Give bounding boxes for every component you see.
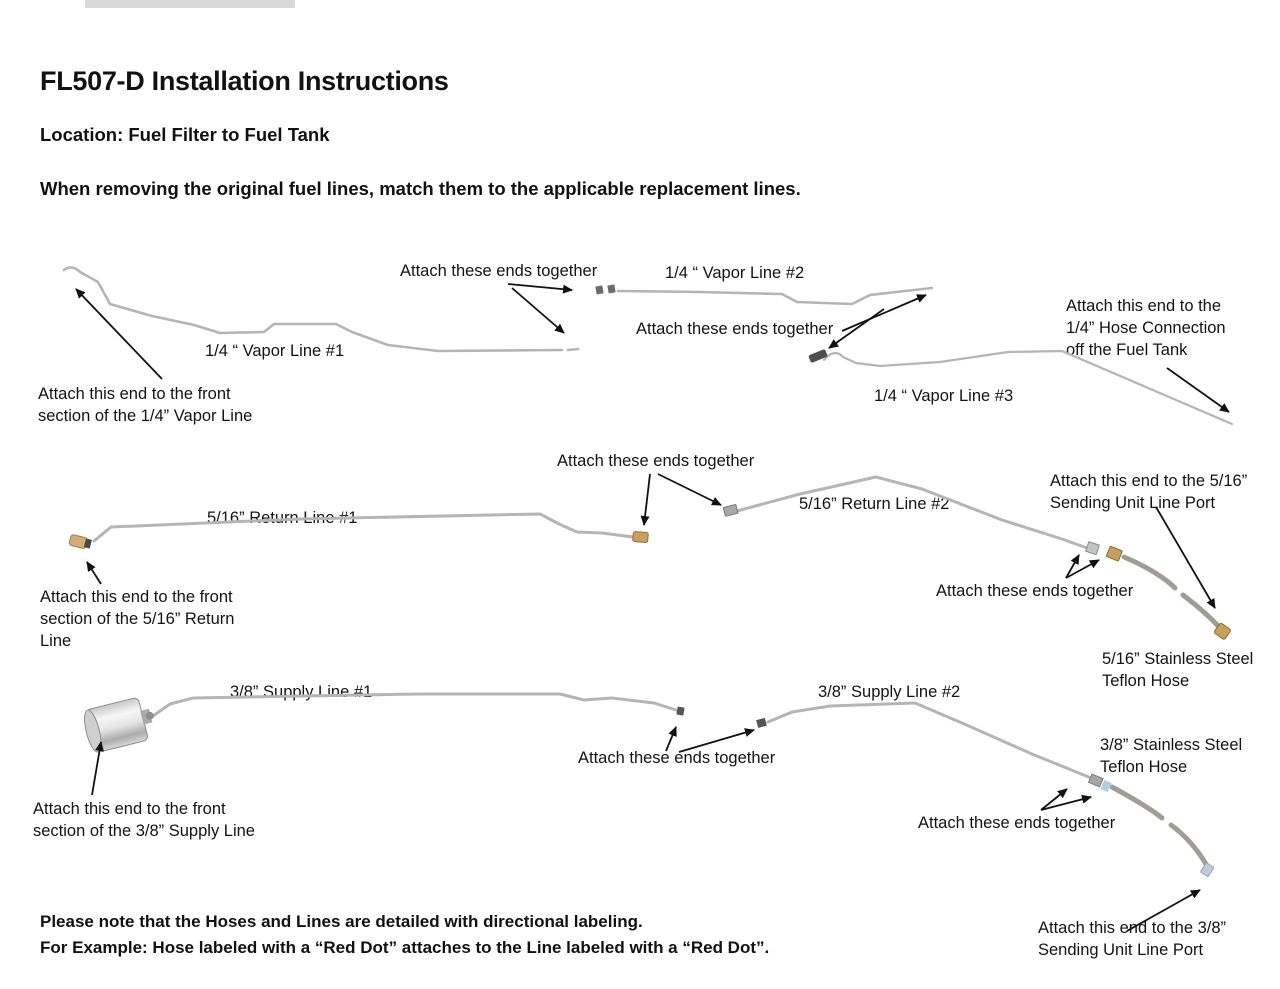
arrow-return-front: [86, 561, 102, 585]
fitting-return1-right-brass: [632, 531, 649, 544]
arrow-vapor-attach-a1: [507, 283, 573, 294]
arrow-supply-attach-b1: [1040, 788, 1068, 811]
hose-516-teflon: [1121, 554, 1222, 630]
arrow-vapor-attach-b1: [841, 294, 927, 332]
arrow-vapor-front: [75, 288, 163, 380]
fuel-filter: [84, 697, 154, 753]
vapor-front-callout: Attach this end to the front section of …: [38, 385, 253, 425]
fitting-38-joint-blue-band: [1100, 779, 1112, 793]
supply-attach-label-a: Attach these ends together: [578, 749, 776, 767]
fitting-return1-left-brass: [68, 534, 88, 549]
fitting-vapor2-clip-1: [595, 285, 604, 295]
vapor-attach-label-b: Attach these ends together: [636, 320, 834, 338]
arrow-vapor-tank: [1166, 367, 1230, 413]
arrow-vapor-attach-a2: [511, 287, 565, 334]
vapor-line3-label: 1/4 “ Vapor Line #3: [874, 387, 1014, 405]
top-bar-artifact: [85, 0, 295, 8]
fuel-line-vapor-2: [616, 286, 934, 306]
location-line: Location: Fuel Filter to Fuel Tank: [40, 124, 330, 145]
fitting-516-joint-nut: [1085, 541, 1100, 556]
return-line2-label: 5/16” Return Line #2: [799, 495, 950, 513]
supply-front-callout: Attach this end to the front section of …: [33, 800, 255, 840]
page-title: FL507-D Installation Instructions: [40, 66, 449, 96]
vapor-line1-label: 1/4 “ Vapor Line #1: [205, 342, 345, 360]
supply-line2-label: 3/8” Supply Line #2: [818, 683, 961, 701]
supply-line1-label: 3/8” Supply Line #1: [230, 683, 373, 701]
return-attach-label-a: Attach these ends together: [557, 452, 755, 470]
footer-note-1: Please note that the Hoses and Lines are…: [40, 912, 643, 931]
arrow-return-attach-b1: [1065, 554, 1080, 579]
arrow-return-attach-a1: [640, 473, 651, 526]
vapor-line2-label: 1/4 “ Vapor Line #2: [665, 264, 805, 282]
vapor-attach-label-a: Attach these ends together: [400, 262, 598, 280]
arrow-vapor-attach-b2: [828, 308, 885, 349]
intro-line: When removing the original fuel lines, m…: [40, 178, 801, 199]
fitting-516-joint-brass: [1105, 545, 1123, 562]
return-attach-label-b: Attach these ends together: [936, 582, 1134, 600]
fitting-supply1-end: [676, 706, 685, 716]
hose-38-teflon: [1109, 784, 1210, 869]
return-hose-label: 5/16” Stainless Steel Teflon Hose: [1102, 650, 1254, 690]
supply-attach-label-b: Attach these ends together: [918, 814, 1116, 832]
fitting-return2-left: [722, 504, 739, 517]
vapor-tank-callout: Attach this end to the 1/4” Hose Connect…: [1066, 297, 1226, 359]
fitting-vapor2-clip-2: [607, 284, 616, 294]
fitting-516-hose-end-brass: [1213, 622, 1231, 640]
supply-port-callout: Attach this end to the 3/8” Sending Unit…: [1038, 919, 1227, 959]
fuel-line-supply-2: [766, 701, 1098, 782]
footer-note-2: For Example: Hose labeled with a “Red Do…: [40, 938, 770, 957]
arrow-return-attach-b2: [1065, 559, 1100, 579]
fitting-return1-left-tip: [83, 538, 92, 549]
fitting-vapor3-union: [808, 349, 828, 363]
arrow-supply-front: [91, 741, 104, 796]
return-front-callout: Attach this end to the front section of …: [40, 588, 235, 650]
arrow-supply-attach-b2: [1040, 794, 1092, 811]
return-line1-label: 5/16” Return Line #1: [207, 509, 358, 527]
return-port-callout: Attach this end to the 5/16” Sending Uni…: [1050, 472, 1248, 512]
fuel-line-return-1: [92, 512, 635, 543]
arrow-return-port: [1155, 506, 1216, 609]
fuel-line-vapor-1-end-dash: [566, 347, 580, 352]
arrow-return-attach-a2: [657, 473, 722, 506]
supply-hose-label: 3/8” Stainless Steel Teflon Hose: [1100, 736, 1243, 776]
fitting-38-hose-end: [1200, 862, 1215, 877]
fitting-supply2-start: [756, 717, 767, 728]
